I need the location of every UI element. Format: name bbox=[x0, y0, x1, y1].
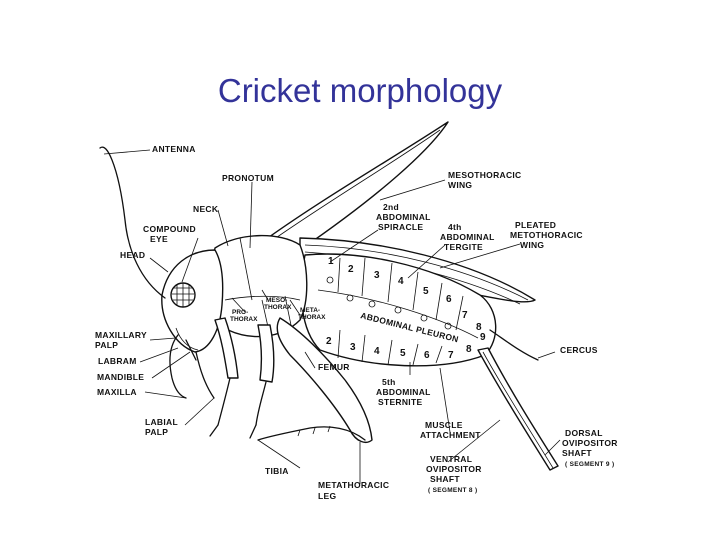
sternite-number: 2 bbox=[326, 336, 332, 347]
front-leg bbox=[209, 317, 239, 437]
tergite-number: 5 bbox=[423, 286, 429, 297]
label-labial-palp: LABIAL PALP bbox=[145, 417, 180, 437]
label-head: HEAD bbox=[120, 250, 145, 260]
label-metathorax: META- THORAX bbox=[298, 307, 326, 321]
tergite-number: 7 bbox=[462, 310, 468, 321]
label-neck: NECK bbox=[193, 204, 219, 214]
label-metathoracic-leg: METATHORACIC LEG bbox=[318, 480, 392, 501]
label-tibia: TIBIA bbox=[265, 466, 289, 476]
sternite-number: 3 bbox=[350, 342, 356, 353]
label-cercus: CERCUS bbox=[560, 345, 598, 355]
label-labram: LABRAM bbox=[98, 356, 137, 366]
metathoracic-leg-shape bbox=[257, 317, 373, 443]
middle-leg bbox=[249, 324, 275, 439]
antenna-shape bbox=[99, 146, 166, 299]
sternite-number: 7 bbox=[448, 350, 454, 361]
labial-palp-shape bbox=[195, 351, 215, 399]
sternite-number: 4 bbox=[374, 346, 380, 357]
label-prothorax: PRO- THORAX bbox=[230, 309, 258, 323]
tergite-number: 8 bbox=[476, 322, 482, 333]
label-maxillary-palp: MAXILLARY PALP bbox=[95, 330, 149, 350]
sternite-number: 9 bbox=[480, 332, 486, 343]
tergite-number: 6 bbox=[446, 294, 452, 305]
label-mandible: MANDIBLE bbox=[97, 372, 144, 382]
tergite-number: 4 bbox=[398, 276, 404, 287]
tergite-number: 2 bbox=[348, 264, 354, 275]
sternite-number: 6 bbox=[424, 350, 430, 361]
sternite-number: 8 bbox=[466, 344, 472, 355]
label-5th-abdominal-sternite: 5th ABDOMINAL STERNITE bbox=[376, 377, 433, 407]
label-muscle-attachment: MUSCLE ATTACHMENT bbox=[420, 420, 481, 440]
label-maxilla: MAXILLA bbox=[97, 387, 137, 397]
label-dorsal-ovipositor-shaft: DORSAL OVIPOSITOR SHAFT ( SEGMENT 9 ) bbox=[562, 428, 620, 468]
label-mesothoracic-wing: MESOTHORACIC WING bbox=[448, 170, 524, 190]
leader-lines bbox=[103, 149, 561, 484]
cercus-shape bbox=[489, 329, 539, 361]
label-antenna: ANTENNA bbox=[152, 144, 196, 154]
label-4th-abdominal-tergite: 4th ABDOMINAL TERGITE bbox=[440, 222, 497, 252]
sternite-number: 5 bbox=[400, 348, 406, 359]
tergite-number: 3 bbox=[374, 270, 380, 281]
label-compound-eye: COMPOUND EYE bbox=[143, 224, 199, 244]
label-pronotum: PRONOTUM bbox=[222, 173, 274, 183]
abdomen bbox=[300, 253, 497, 367]
mesothoracic-wing bbox=[257, 121, 449, 251]
label-2nd-abdominal-spiracle: 2nd ABDOMINAL SPIRACLE bbox=[376, 202, 433, 232]
head bbox=[161, 249, 224, 353]
slide-title: Cricket morphology bbox=[217, 72, 503, 109]
label-mesothorax: MESO- THORAX bbox=[264, 297, 292, 311]
label-pleated-metothoracic-wing: PLEATED METOTHORACIC WING bbox=[510, 220, 586, 250]
label-femur: FEMUR bbox=[318, 362, 350, 372]
ovipositor-shape bbox=[477, 347, 559, 471]
maxillary-palp-shape bbox=[169, 334, 187, 399]
label-ventral-ovipositor-shaft: VENTRAL OVIPOSITOR SHAFT ( SEGMENT 8 ) bbox=[426, 454, 484, 494]
mandible-shape bbox=[185, 339, 197, 361]
